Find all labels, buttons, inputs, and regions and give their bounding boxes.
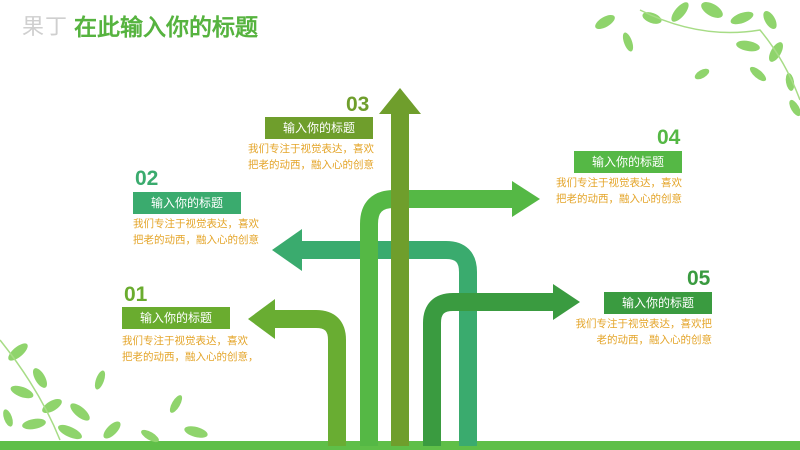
item-04-title-pill: 输入你的标题 [574, 151, 682, 173]
item-03-number: 03 [346, 93, 370, 116]
item-05-description: 我们专注于视觉表达，喜欢把 老的动西，融入心的创意 [562, 316, 713, 348]
item-02-title-pill: 输入你的标题 [133, 192, 241, 214]
item-04-desc-line2: 把老的动西，融入心的创意 [556, 193, 682, 205]
watermark-text: 果丁 [22, 15, 69, 40]
item-02-desc-line2: 把老的动西，融入心的创意 [133, 234, 259, 246]
item-05-desc-line2: 老的动西，融入心的创意 [596, 334, 713, 346]
item-02-desc-line1: 我们专注于视觉表达，喜欢 [133, 218, 259, 230]
item-05-title-pill: 输入你的标题 [604, 292, 712, 314]
leaves-bottom-left [0, 339, 208, 443]
item-05-number: 05 [687, 267, 711, 290]
item-01-desc-line1: 我们专注于视觉表达，喜欢 [122, 335, 248, 347]
arrow-03 [379, 88, 421, 446]
item-04-desc-line1: 我们专注于视觉表达，喜欢 [556, 177, 682, 189]
item-05-desc-line1: 我们专注于视觉表达，喜欢把 [575, 318, 713, 330]
item-01-number: 01 [124, 283, 148, 306]
item-01-description: 我们专注于视觉表达，喜欢 把老的动西，融入心的创意， [122, 333, 259, 365]
leaves-top-right [595, 2, 800, 117]
page-title: 在此输入你的标题 [74, 15, 258, 41]
item-04-description: 我们专注于视觉表达，喜欢 把老的动西，融入心的创意 [546, 175, 682, 207]
arrow-05 [423, 284, 580, 446]
item-02-number: 02 [135, 167, 159, 190]
arrow-01 [248, 299, 346, 446]
item-03-desc-line2: 把老的动西，融入心的创意 [248, 159, 374, 171]
arrow-02 [272, 229, 477, 446]
item-03-desc-line1: 我们专注于视觉表达，喜欢 [248, 143, 374, 155]
item-03-description: 我们专注于视觉表达，喜欢 把老的动西，融入心的创意 [238, 141, 374, 173]
item-03-title-pill: 输入你的标题 [265, 117, 373, 139]
item-01-desc-line2: 把老的动西，融入心的创意， [122, 351, 259, 363]
item-01-title-pill: 输入你的标题 [122, 307, 230, 329]
item-02-description: 我们专注于视觉表达，喜欢 把老的动西，融入心的创意 [133, 216, 259, 248]
item-04-number: 04 [657, 126, 681, 149]
